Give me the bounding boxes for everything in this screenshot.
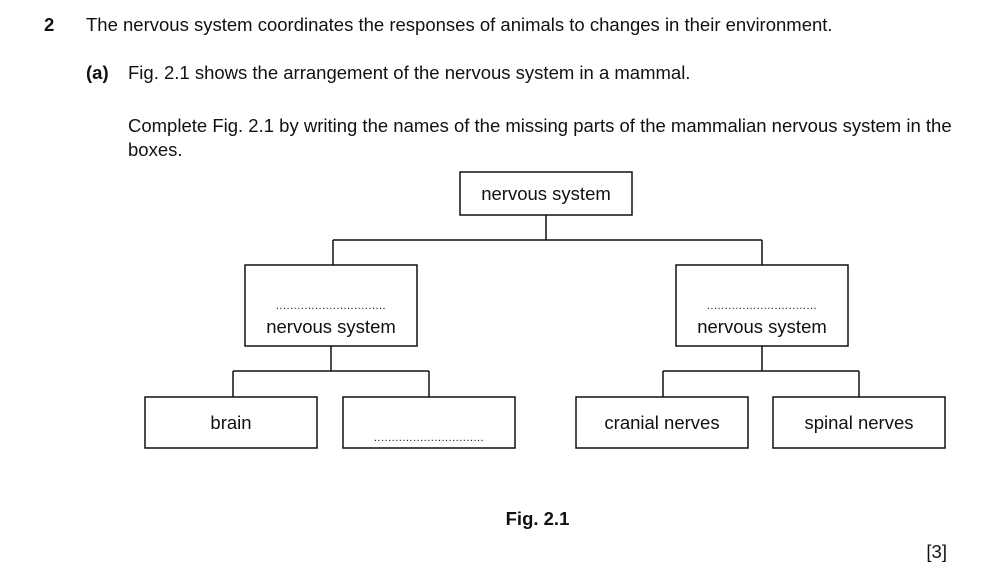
leaf-box-blank [342,396,516,449]
root-label: nervous system [481,183,611,204]
leaf-label-cranial: cranial nerves [604,412,719,433]
question-number: 2 [44,14,55,35]
marks-allocation: [3] [926,541,947,562]
question-stem: The nervous system coordinates the respo… [86,14,833,35]
leaf-label-brain: brain [210,412,251,433]
left-child-label: nervous system [266,316,396,337]
leaf-box-brain [144,396,318,449]
part-label: (a) [86,62,109,83]
leaf-blank[interactable]: ............................... [374,432,484,444]
right-child-blank[interactable]: ............................... [707,300,817,312]
leaf-label-spinal: spinal nerves [804,412,913,433]
instruction: Complete Fig. 2.1 by writing the names o… [128,115,952,160]
right-child-label: nervous system [697,316,827,337]
leaf-box-cranial [575,396,749,449]
figure-caption: Fig. 2.1 [505,508,570,529]
leaf-box-spinal [772,396,946,449]
left-child-blank[interactable]: ............................... [276,300,386,312]
part-text: Fig. 2.1 shows the arrangement of the ne… [128,62,691,83]
